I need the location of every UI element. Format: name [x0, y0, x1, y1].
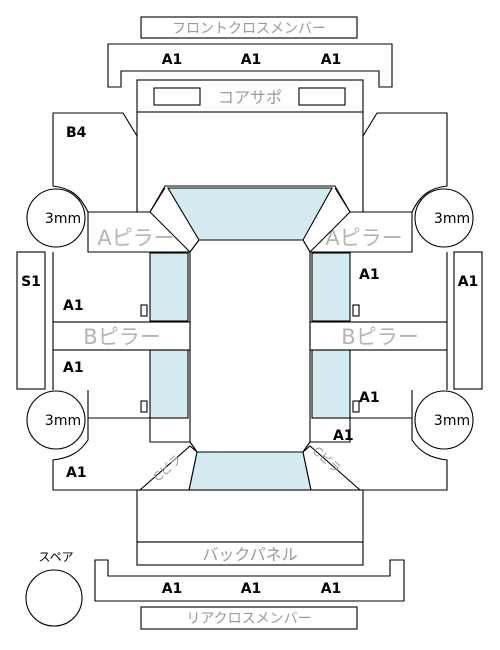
left-rear-quarter	[52, 390, 198, 491]
rear-cross-member-title-box	[140, 606, 358, 630]
front-cross-member-title-box	[140, 16, 358, 39]
right-side-sill	[453, 251, 483, 390]
right-front-door-grade: A1	[359, 267, 380, 283]
left-rear-quarter-grade: A1	[66, 465, 87, 481]
a-pillar-right-label: Aピラー	[325, 226, 402, 250]
back-panel	[136, 541, 364, 566]
a-pillar-right-band	[310, 212, 413, 253]
rear-left-wheel-value: 3mm	[45, 413, 81, 429]
left-front-door-grade: A1	[63, 298, 84, 314]
left-rear-door-grade: A1	[63, 360, 84, 376]
right-rear-door-grade: A1	[359, 390, 380, 406]
right-rear-quarter	[302, 390, 448, 491]
right-rear-quarter-grade: A1	[333, 428, 354, 444]
left-rear-glass	[149, 349, 189, 419]
b-pillar-right-label: Bピラー	[341, 325, 418, 349]
front-right-wheel	[414, 188, 474, 248]
hood-area	[136, 112, 364, 213]
rear-right-wheel	[414, 390, 474, 450]
front-left-fender	[52, 112, 138, 213]
rear-right-wheel-value: 3mm	[434, 413, 470, 429]
windshield	[167, 187, 333, 241]
left-side-sill	[16, 251, 46, 390]
rear-cross-grade-3: A1	[321, 581, 342, 597]
spare-tire	[25, 569, 83, 627]
front-cross-member-title: フロントクロスメンバー	[172, 21, 326, 37]
a-pillar-left-label: Aピラー	[97, 226, 174, 250]
left-side-sill-grade: S1	[21, 274, 41, 290]
right-rear-glass	[311, 349, 351, 419]
left-front-door-handle	[140, 304, 148, 317]
front-left-wheel	[26, 188, 86, 248]
left-front-glass	[149, 252, 189, 322]
roof-panel	[189, 239, 311, 453]
right-side-sill-grade: A1	[458, 274, 479, 290]
rear-left-wheel	[26, 390, 86, 450]
rear-cross-member-frame	[94, 559, 405, 602]
rear-cross-grade-1: A1	[162, 581, 183, 597]
rear-cross-member-title: リアクロスメンバー	[186, 611, 311, 627]
spare-label: スペア	[38, 550, 73, 564]
front-cross-grade-2: A1	[241, 52, 262, 68]
back-panel-title: バックパネル	[202, 545, 297, 564]
front-cross-grade-1: A1	[162, 52, 183, 68]
front-cross-grade-3: A1	[321, 52, 342, 68]
b-pillar-left-label: Bピラー	[83, 325, 160, 349]
front-right-fender	[362, 112, 448, 213]
front-left-fender-grade: B4	[66, 125, 87, 141]
front-right-wheel-value: 3mm	[434, 211, 470, 227]
headlight-left	[153, 87, 201, 106]
core-support-title: コアサポ	[218, 88, 282, 107]
rear-cross-grade-2: A1	[241, 581, 262, 597]
front-left-wheel-value: 3mm	[45, 211, 81, 227]
headlight-right	[298, 87, 346, 106]
b-pillar-right	[309, 321, 448, 351]
b-pillar-left	[52, 321, 191, 351]
rear-window	[188, 451, 312, 491]
trunk-lid	[136, 489, 364, 543]
right-rear-door-handle	[352, 400, 360, 413]
right-front-door-handle	[352, 304, 360, 317]
front-cross-member-frame	[107, 43, 393, 88]
a-pillar-left-band	[87, 212, 190, 253]
right-front-glass	[311, 252, 351, 322]
left-rear-door-handle	[140, 400, 148, 413]
